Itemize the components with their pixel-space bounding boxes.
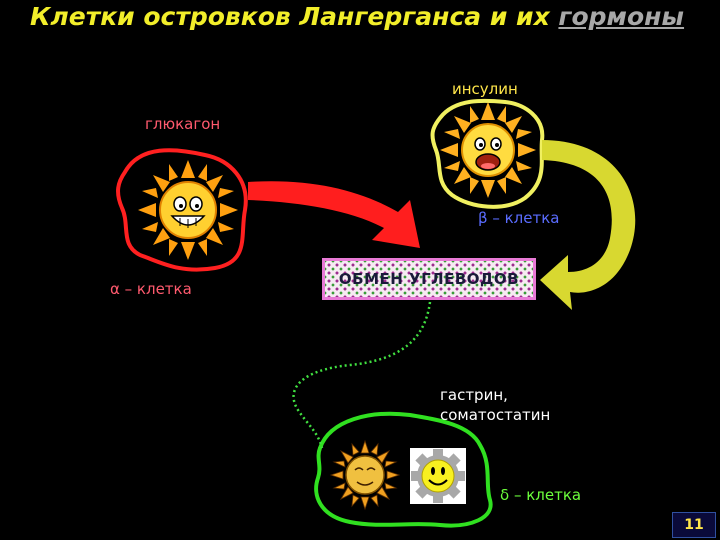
alpha-sun-face-icon bbox=[138, 160, 238, 260]
insulin-arrow bbox=[540, 140, 636, 310]
carb-metabolism-box: ОБМЕН УГЛЕВОДОВ bbox=[322, 258, 536, 300]
gastrin-label: гастрин, bbox=[440, 386, 508, 404]
delta-cell-outline bbox=[314, 411, 493, 528]
glucagon-label: глюкагон bbox=[145, 115, 221, 133]
glucagon-arrow bbox=[248, 181, 420, 248]
carb-metabolism-label: ОБМЕН УГЛЕВОДОВ bbox=[338, 270, 520, 288]
page-number: 11 bbox=[672, 512, 716, 538]
dotted-path bbox=[292, 301, 432, 449]
title-main: Клетки островков Лангерганса и их bbox=[30, 2, 550, 31]
alpha-cell-label: α – клетка bbox=[110, 280, 192, 298]
somatostatin-label: соматостатин bbox=[440, 406, 551, 424]
beta-sun-face-icon bbox=[440, 102, 536, 198]
alpha-cell-outline bbox=[116, 148, 248, 272]
insulin-label: инсулин bbox=[452, 80, 518, 98]
smiley-face-icon bbox=[410, 448, 466, 504]
beta-cell-label: β – клетка bbox=[478, 209, 560, 227]
title-link[interactable]: гормоны bbox=[558, 2, 685, 31]
slide-title: Клетки островков Лангерганса и их гормон… bbox=[30, 2, 684, 31]
delta-sun-face-icon bbox=[329, 439, 401, 511]
delta-cell-label: δ – клетка bbox=[500, 486, 582, 504]
beta-cell-outline bbox=[430, 98, 545, 209]
